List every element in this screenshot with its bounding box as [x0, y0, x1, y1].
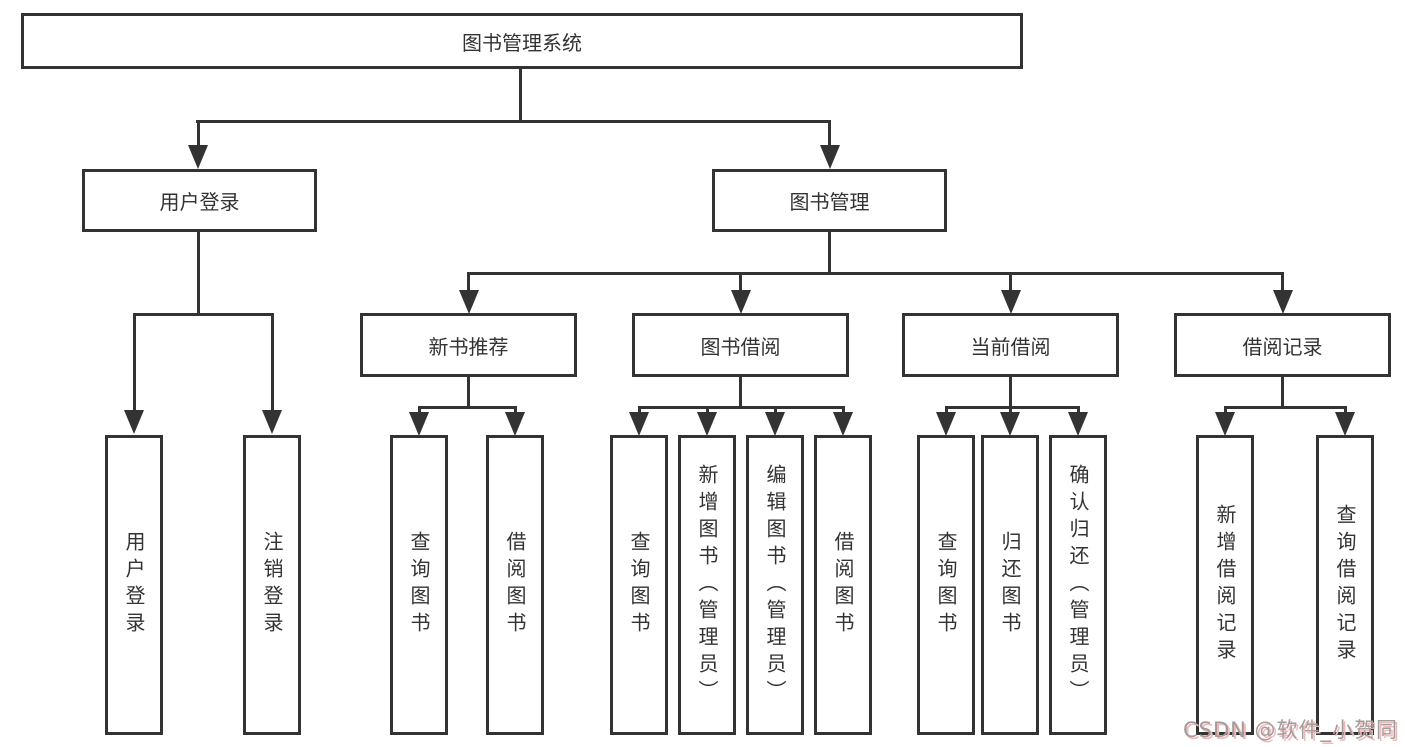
leaf-borrow-book: 借阅图书	[814, 435, 872, 735]
node-book-management: 图书管理	[712, 169, 947, 232]
leaf-current-confirm-admin-label: 确认归还（管理员）	[1066, 463, 1090, 707]
leaf-records-query-label: 查询借阅记录	[1333, 504, 1357, 666]
connector-vline	[1076, 406, 1080, 414]
leaf-borrow-edit-admin: 编辑图书（管理员）	[746, 435, 804, 735]
connector-vline	[705, 406, 709, 414]
connector-hline	[132, 313, 274, 316]
connector-hline	[467, 272, 1284, 275]
connector-hline	[637, 406, 845, 409]
node-book-borrow: 图书借阅	[632, 313, 849, 377]
node-borrow-records-label: 借阅记录	[1242, 334, 1323, 359]
leaf-borrow-query: 查询图书	[610, 435, 668, 735]
node-borrow-records: 借阅记录	[1174, 313, 1391, 377]
leaf-borrow-query-label: 查询图书	[627, 531, 651, 639]
arrow-down-icon	[730, 290, 751, 314]
connector-vline	[270, 313, 274, 413]
node-new-book-recommend: 新书推荐	[360, 313, 577, 377]
connector-vline	[467, 377, 470, 406]
connector-vline	[519, 68, 522, 120]
arrow-down-icon	[936, 412, 956, 436]
connector-vline	[944, 406, 948, 414]
leaf-borrow-book-label: 借阅图书	[831, 531, 855, 639]
node-current-borrow-label: 当前借阅	[970, 334, 1051, 359]
leaf-borrow-edit-admin-label: 编辑图书（管理员）	[763, 463, 787, 707]
node-root-label: 图书管理系统	[462, 30, 582, 55]
node-root-system: 图书管理系统	[21, 13, 1023, 69]
arrow-down-icon	[697, 412, 717, 436]
arrow-down-icon	[819, 145, 840, 169]
arrow-down-icon	[188, 145, 208, 169]
connector-vline	[739, 377, 742, 406]
node-user-login: 用户登录	[82, 169, 317, 232]
arrow-down-icon	[262, 410, 282, 434]
connector-vline	[1343, 406, 1347, 414]
arrow-down-icon	[1215, 412, 1235, 436]
arrow-down-icon	[765, 412, 785, 436]
connector-vline	[196, 120, 200, 148]
leaf-current-query: 查询图书	[917, 435, 975, 735]
connector-vline	[828, 120, 831, 148]
node-book-management-label: 图书管理	[789, 190, 870, 214]
connector-hline	[944, 406, 1080, 409]
connector-vline	[1008, 406, 1012, 414]
leaf-newbooks-borrow-label: 借阅图书	[503, 531, 527, 639]
leaf-newbooks-query: 查询图书	[390, 435, 448, 735]
connector-hline	[417, 406, 517, 409]
connector-vline	[739, 272, 742, 292]
leaf-borrow-add-admin: 新增图书（管理员）	[678, 435, 736, 735]
connector-vline	[1223, 406, 1227, 414]
connector-vline	[513, 406, 517, 414]
leaf-user-login-label: 用户登录	[122, 531, 146, 639]
leaf-logout: 注销登录	[243, 435, 301, 735]
arrow-down-icon	[629, 412, 649, 436]
connector-vline	[637, 406, 641, 414]
leaf-newbooks-query-label: 查询图书	[407, 531, 431, 639]
node-current-borrow: 当前借阅	[902, 313, 1119, 377]
leaf-current-return: 归还图书	[981, 435, 1039, 735]
connector-vline	[773, 406, 777, 414]
leaf-records-add-label: 新增借阅记录	[1213, 504, 1237, 666]
leaf-user-login: 用户登录	[105, 435, 163, 735]
connector-vline	[196, 232, 200, 313]
node-user-login-label: 用户登录	[159, 190, 240, 214]
connector-vline	[1009, 377, 1012, 406]
arrow-down-icon	[1000, 290, 1021, 314]
leaf-records-query: 查询借阅记录	[1316, 435, 1374, 735]
node-new-book-recommend-label: 新书推荐	[428, 334, 509, 359]
leaf-current-return-label: 归还图书	[998, 531, 1022, 639]
connector-vline	[828, 232, 831, 272]
arrow-down-icon	[1272, 290, 1293, 314]
connector-vline	[467, 272, 470, 292]
connector-vline	[417, 406, 421, 414]
leaf-records-add: 新增借阅记录	[1196, 435, 1254, 735]
arrow-down-icon	[458, 290, 479, 314]
node-book-borrow-label: 图书借阅	[700, 334, 781, 359]
arrow-down-icon	[505, 412, 525, 436]
arrow-down-icon	[1335, 412, 1355, 436]
connector-vline	[1281, 377, 1284, 406]
connector-vline	[132, 313, 136, 413]
arrow-down-icon	[1000, 412, 1020, 436]
connector-vline	[1281, 272, 1284, 292]
connector-hline	[196, 120, 831, 123]
leaf-current-query-label: 查询图书	[934, 531, 958, 639]
leaf-logout-label: 注销登录	[260, 531, 284, 639]
arrow-down-icon	[409, 412, 429, 436]
connector-vline	[1009, 272, 1012, 292]
watermark-text: CSDN @软件_小贺同学	[1183, 718, 1399, 742]
connector-vline	[841, 406, 845, 414]
leaf-borrow-add-admin-label: 新增图书（管理员）	[695, 463, 719, 707]
arrow-down-icon	[833, 412, 853, 436]
arrow-down-icon	[124, 410, 144, 434]
leaf-newbooks-borrow: 借阅图书	[486, 435, 544, 735]
connector-hline	[1223, 406, 1347, 409]
arrow-down-icon	[1068, 412, 1088, 436]
leaf-current-confirm-admin: 确认归还（管理员）	[1049, 435, 1107, 735]
